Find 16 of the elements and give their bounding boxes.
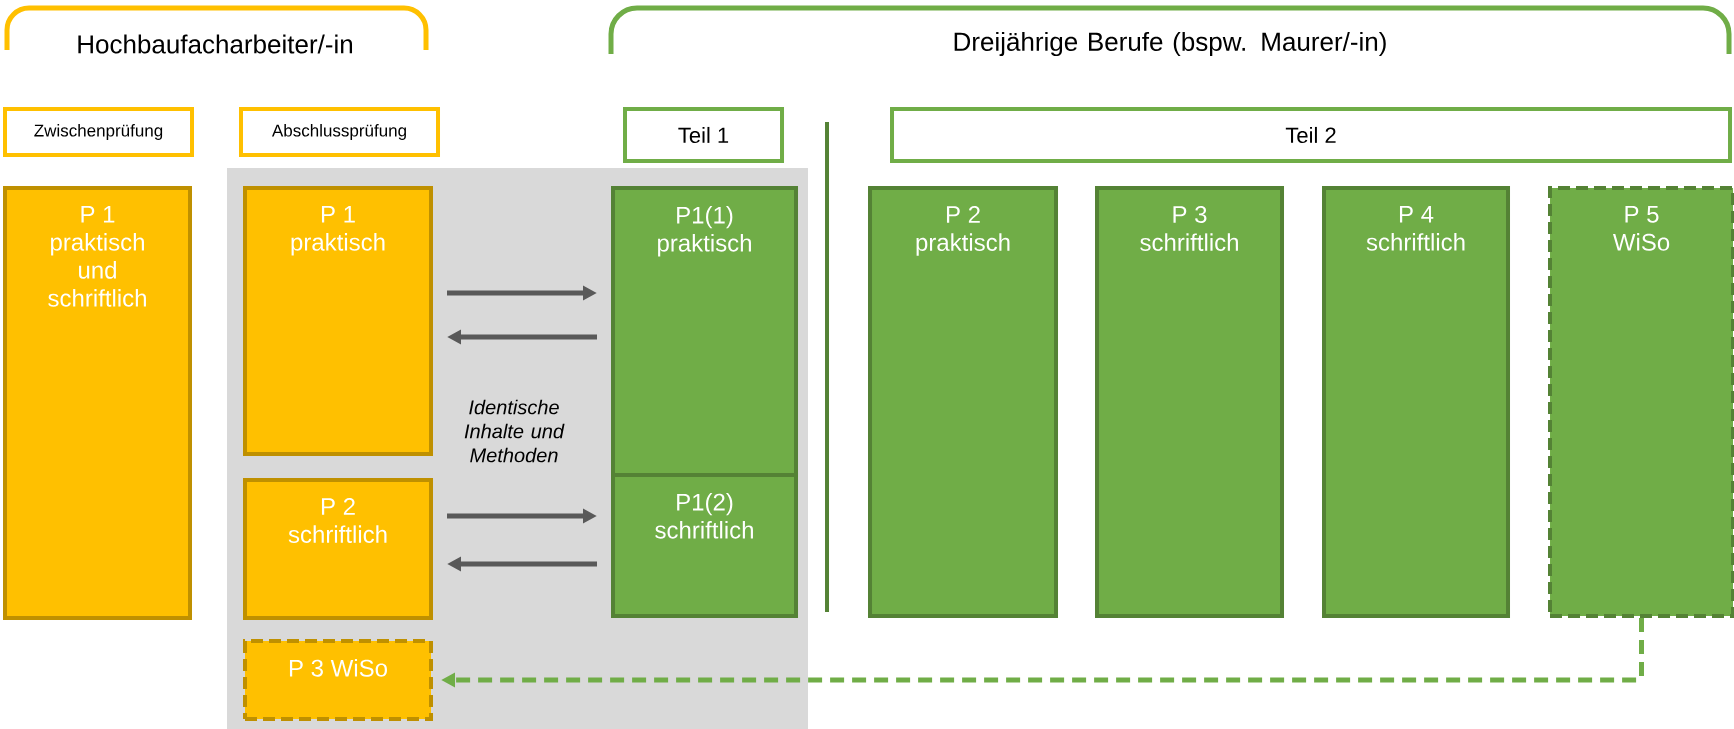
header-box: Teil 2 bbox=[890, 107, 1732, 163]
heading: Dreijährige Berufe (bspw. Maurer/-in) bbox=[954, 31, 1386, 57]
heading: Hochbaufacharbeiter/-in bbox=[78, 34, 352, 54]
exam-box: P 2 praktisch bbox=[868, 186, 1058, 618]
header-box: Teil 1 bbox=[623, 107, 784, 163]
note-text: Identische Inhalte und Methoden bbox=[464, 399, 565, 463]
exam-box: P 4 schriftlich bbox=[1322, 186, 1510, 618]
exam-box: P 1 praktisch und schriftlich bbox=[3, 186, 192, 620]
exam-box: P 2 schriftlich bbox=[243, 478, 433, 620]
header-box: Zwischenprüfung bbox=[3, 107, 194, 157]
exam-box: P 3 WiSo bbox=[243, 639, 433, 721]
exam-box: P 1 praktisch bbox=[243, 186, 433, 456]
exam-box: P 5 WiSo bbox=[1548, 186, 1734, 618]
header-box: Abschlussprüfung bbox=[239, 107, 440, 157]
exam-box: P 3 schriftlich bbox=[1095, 186, 1284, 618]
exam-box: P1(2) schriftlich bbox=[611, 473, 798, 618]
